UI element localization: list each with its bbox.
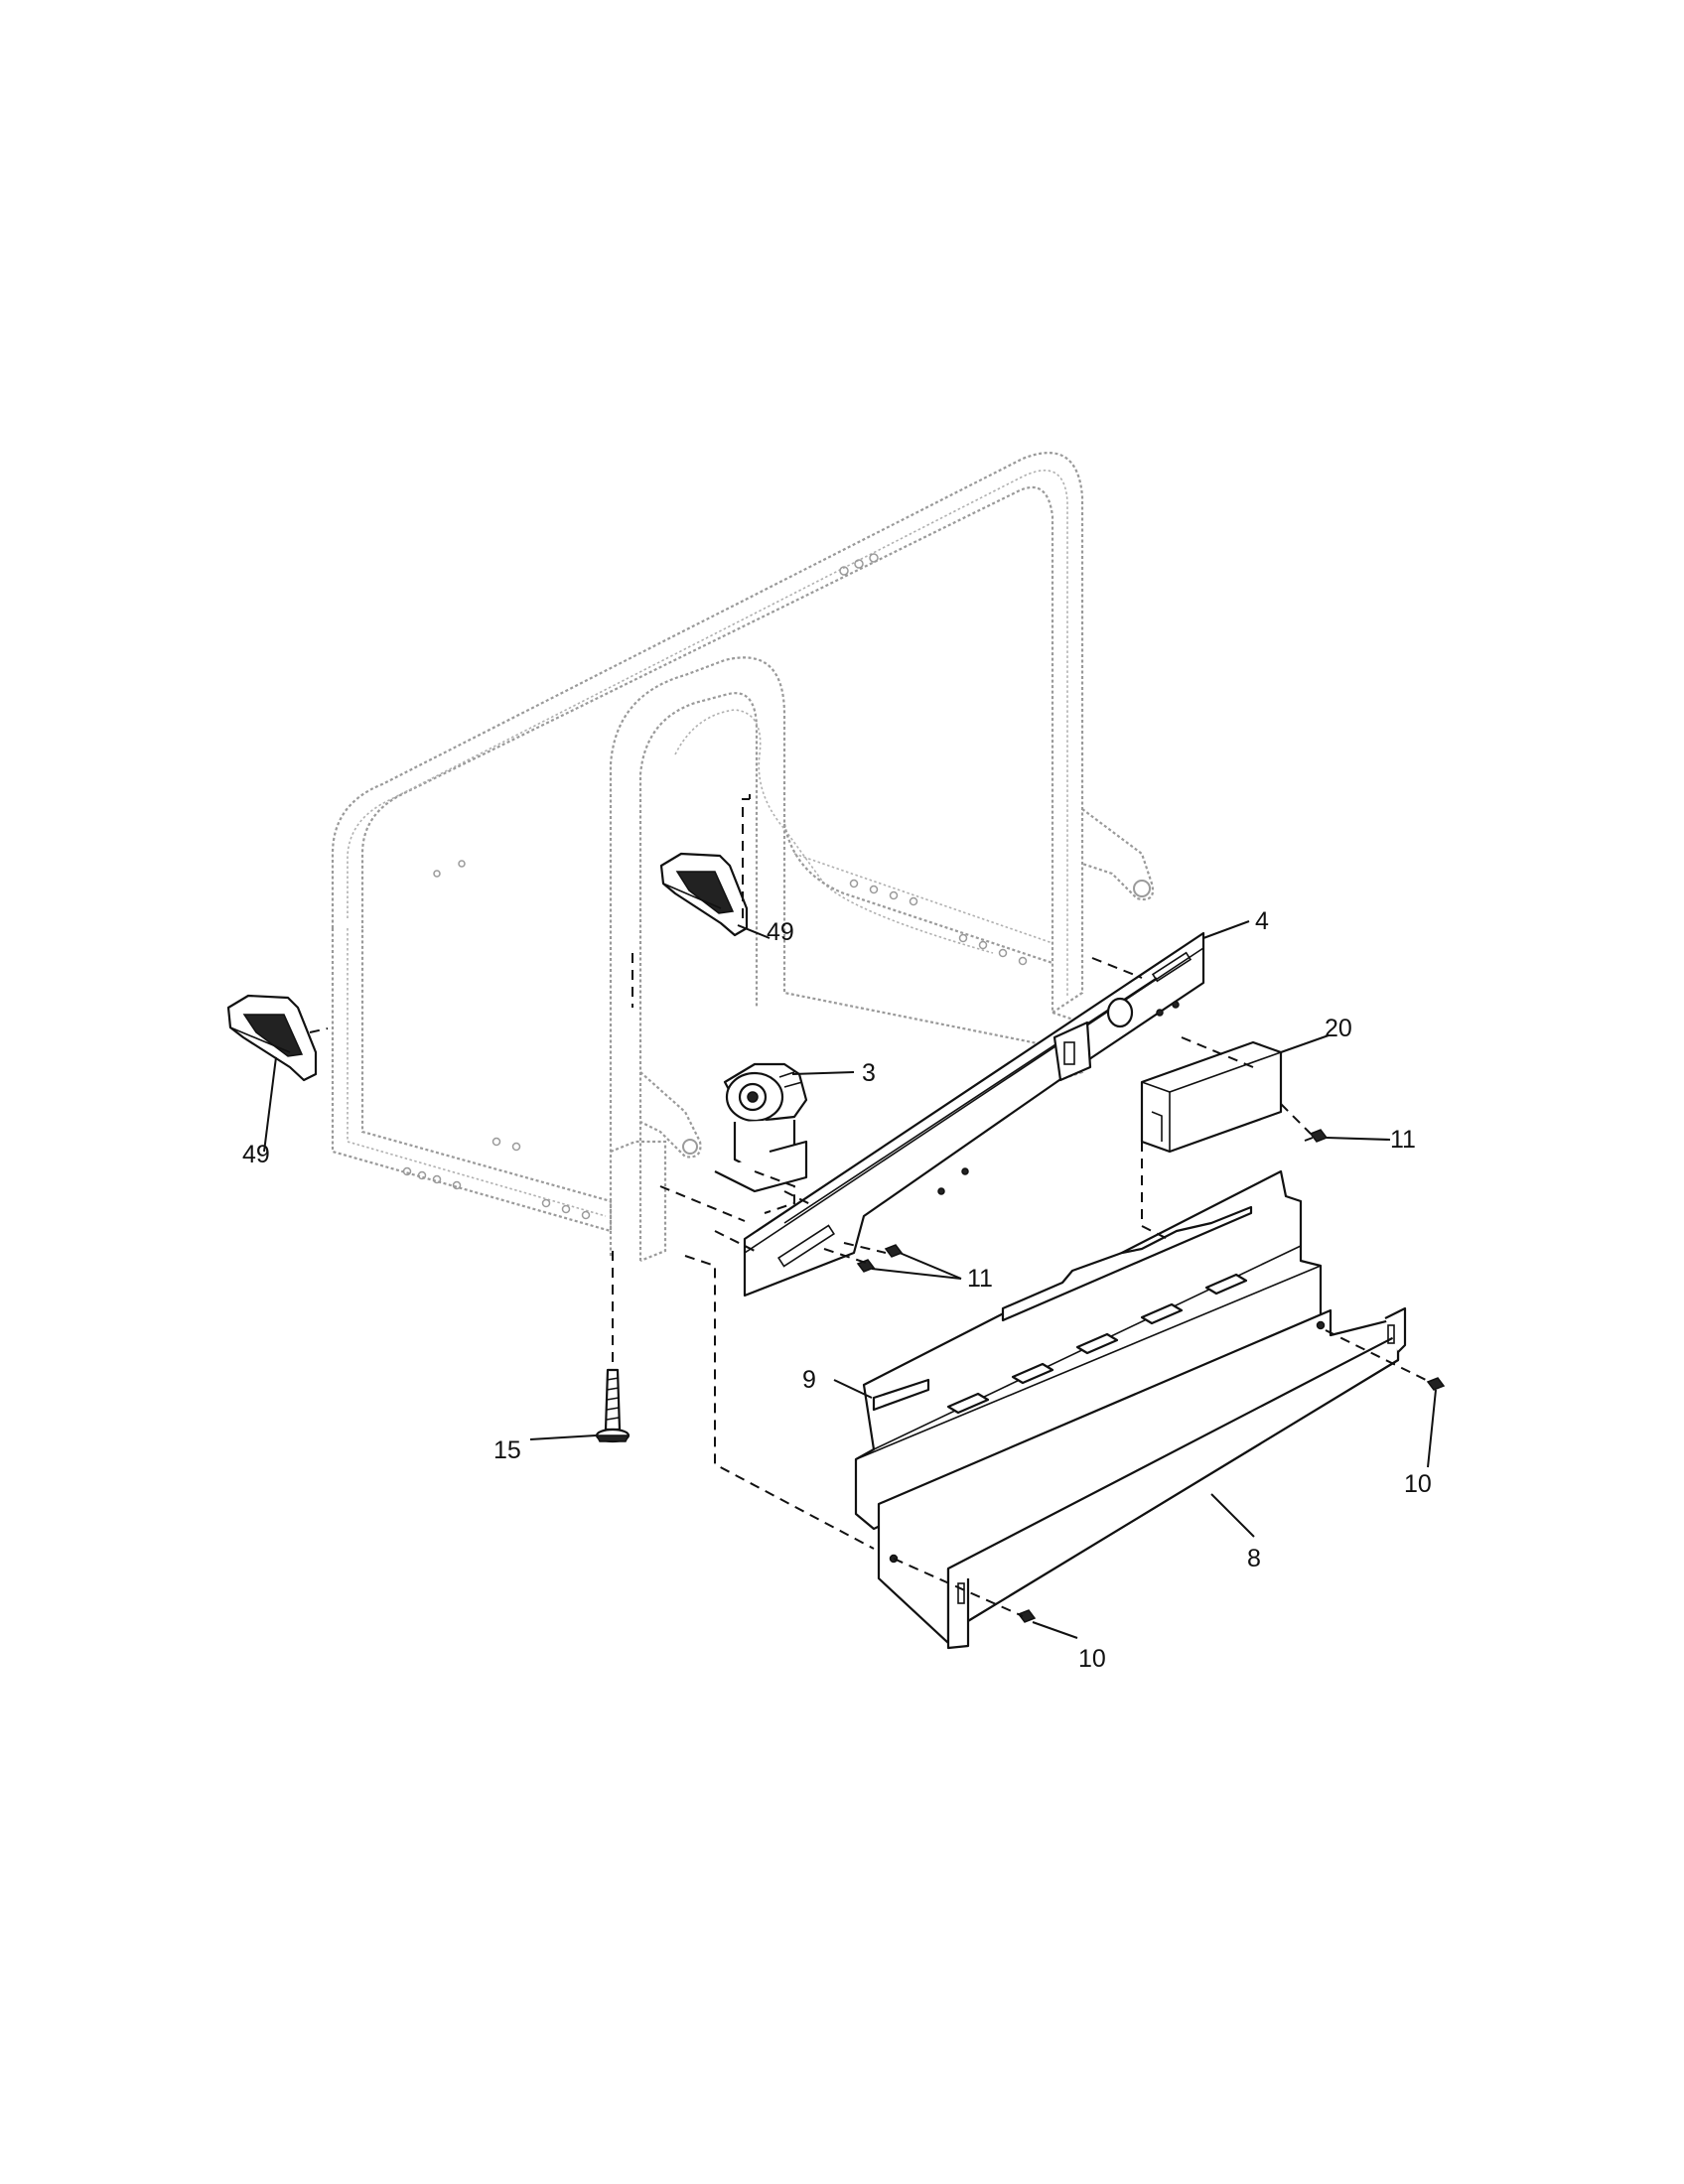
leveling-leg bbox=[595, 1368, 631, 1443]
callout-49-right: 49 bbox=[767, 918, 794, 946]
vented-bracket bbox=[854, 1169, 1323, 1531]
callout-11-center: 11 bbox=[967, 1265, 993, 1293]
callout-15: 15 bbox=[493, 1436, 521, 1464]
callout-8: 8 bbox=[1247, 1545, 1261, 1572]
callout-10-right: 10 bbox=[1404, 1470, 1432, 1498]
callout-20: 20 bbox=[1325, 1015, 1352, 1042]
bracket-vents bbox=[946, 1273, 1248, 1415]
callout-49-left: 49 bbox=[242, 1141, 270, 1168]
frame-holes bbox=[402, 553, 1028, 1220]
channel-cover bbox=[1140, 1040, 1283, 1154]
callout-11-right: 11 bbox=[1390, 1126, 1416, 1154]
assembly-lines bbox=[309, 794, 1431, 1617]
tub-frame bbox=[331, 452, 1155, 1263]
leveling-bracket-right bbox=[659, 852, 749, 937]
callout-labels: 49 49 3 4 20 11 11 9 15 10 8 10 bbox=[242, 907, 1432, 1673]
callout-3: 3 bbox=[862, 1059, 876, 1087]
leveling-bracket-left bbox=[226, 994, 318, 1082]
callout-4: 4 bbox=[1255, 907, 1269, 935]
leader-lines bbox=[263, 920, 1437, 1639]
screw-10-right bbox=[1426, 1377, 1446, 1391]
callout-10-bottom: 10 bbox=[1078, 1645, 1106, 1673]
water-valve bbox=[714, 1062, 808, 1193]
mounting-rail bbox=[743, 931, 1205, 1297]
callout-9: 9 bbox=[802, 1366, 816, 1394]
screw-10-bottom bbox=[1017, 1609, 1037, 1623]
screw-11-lower bbox=[856, 1259, 876, 1273]
screw-11-upper bbox=[884, 1244, 904, 1258]
kick-plate bbox=[877, 1306, 1407, 1650]
